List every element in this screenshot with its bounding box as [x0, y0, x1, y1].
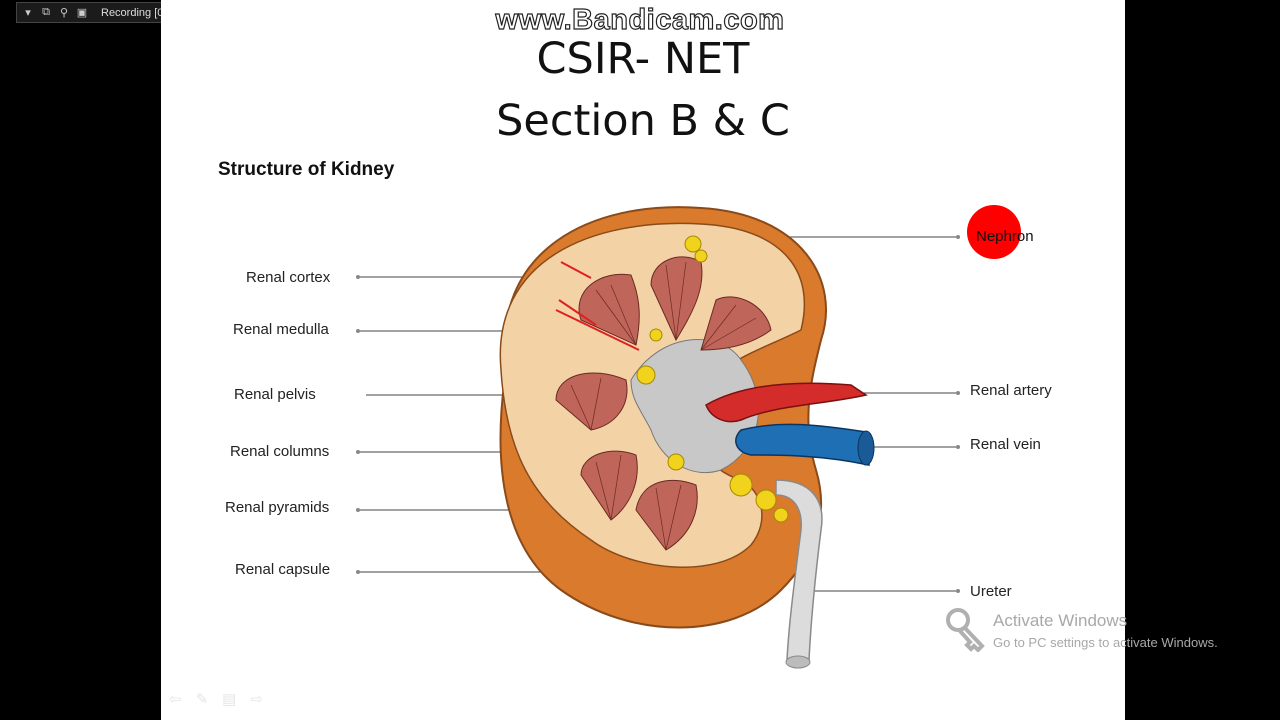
slide-title-line1: CSIR- NET [536, 34, 750, 84]
label-ureter: Ureter [970, 583, 1012, 600]
renal-pyramids [555, 256, 772, 551]
label-renal-pelvis: Renal pelvis [234, 386, 316, 403]
label-renal-medulla: Renal medulla [233, 321, 329, 338]
highlight-marks [555, 261, 640, 351]
label-renal-capsule: Renal capsule [235, 561, 331, 578]
label-renal-artery: Renal artery [970, 382, 1052, 399]
screen-region-icon[interactable]: ▣ [76, 7, 88, 19]
fat-clusters [636, 235, 789, 523]
zoom-icon[interactable]: ⚲ [59, 7, 69, 19]
slide-title-line2: Section B & C [496, 96, 790, 146]
presentation-slide: CSIR- NET Section B & C Structure of Kid… [161, 0, 1125, 720]
label-renal-columns: Renal columns [230, 443, 330, 460]
activate-windows-title: Activate Windows [993, 611, 1128, 630]
leader-dots [356, 235, 960, 593]
previous-slide-icon[interactable]: ⇦ [169, 691, 182, 708]
window-mode-icon[interactable]: ⧉ [42, 6, 50, 18]
collapse-icon[interactable]: ▾ [25, 7, 31, 19]
kidney-diagram [356, 205, 1021, 669]
pen-tool-icon[interactable]: ✎ [195, 691, 209, 708]
slide-menu-icon[interactable]: ▤ [222, 691, 237, 708]
renal-artery-shape [705, 382, 868, 423]
renal-vein-shape [735, 423, 870, 466]
label-renal-cortex: Renal cortex [246, 269, 331, 286]
next-slide-icon[interactable]: ⇨ [250, 691, 263, 708]
label-renal-vein: Renal vein [970, 436, 1041, 453]
slideshow-controls: ⇦ ✎ ▤ ⇨ [169, 690, 263, 708]
label-nephron: Nephron [976, 228, 1034, 245]
key-icon [946, 608, 985, 652]
activate-windows-subtitle: Go to PC settings to activate Windows. [993, 635, 1218, 650]
label-renal-pyramids: Renal pyramids [225, 499, 330, 516]
pyramid-striations [570, 261, 757, 551]
slide-subtitle: Structure of Kidney [218, 159, 395, 180]
activate-windows-notice: Activate Windows Go to PC settings to ac… [944, 606, 1244, 656]
nephron-highlight-circle [967, 205, 1021, 259]
